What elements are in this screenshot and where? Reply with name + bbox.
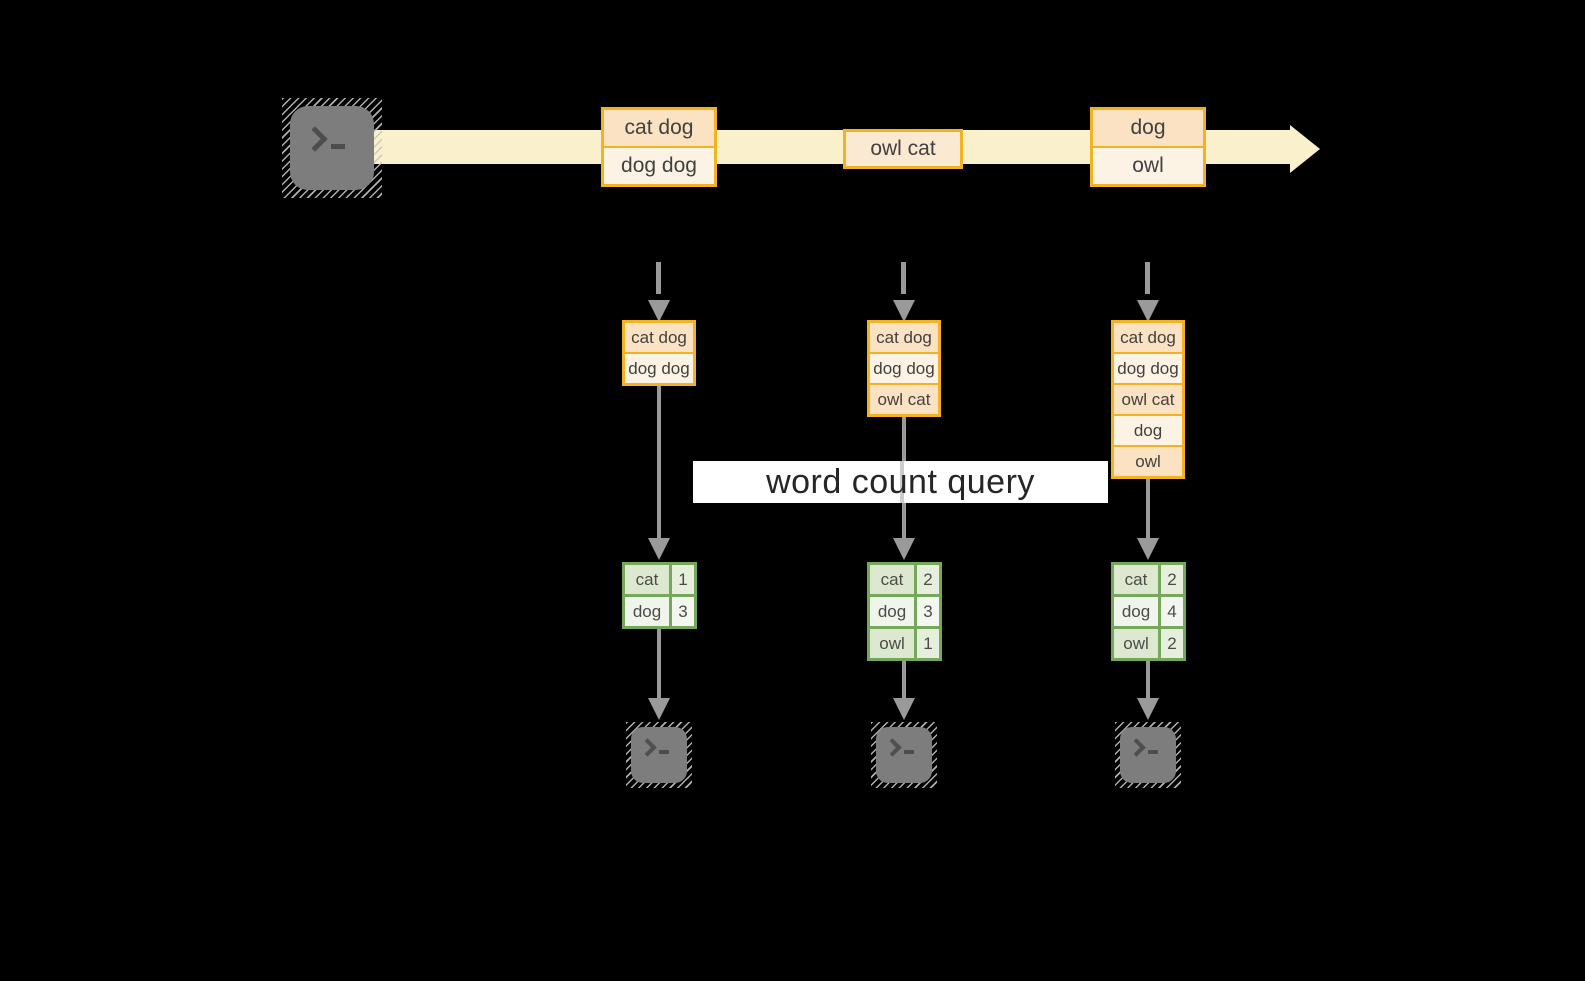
event-row: dog bbox=[1093, 110, 1203, 146]
underscore-cursor-icon bbox=[659, 750, 669, 754]
count-cell: 2 bbox=[1161, 565, 1183, 594]
batch-row: owl cat bbox=[870, 383, 938, 414]
stream-arrowhead bbox=[1290, 125, 1320, 173]
batch-row: dog dog bbox=[1114, 352, 1182, 383]
word-cell: dog bbox=[625, 597, 669, 626]
word-cell: dog bbox=[1114, 597, 1158, 626]
terminal-icon bbox=[1115, 722, 1181, 788]
down-arrowhead-icon bbox=[893, 300, 915, 322]
word-cell: cat bbox=[870, 565, 914, 594]
event-row: dog dog bbox=[604, 146, 714, 184]
terminal-prompt-glyph bbox=[301, 126, 345, 152]
batch-row: cat dog bbox=[1114, 323, 1182, 352]
count-cell: 4 bbox=[1161, 597, 1183, 626]
down-arrowhead-icon bbox=[648, 698, 670, 720]
underscore-cursor-icon bbox=[904, 750, 914, 754]
connector-line bbox=[657, 386, 661, 538]
underscore-cursor-icon bbox=[1148, 750, 1158, 754]
connector-line-overlay bbox=[900, 461, 904, 503]
down-arrowhead-icon bbox=[1137, 538, 1159, 560]
connector-line bbox=[902, 661, 906, 698]
event-row: cat dog bbox=[604, 110, 714, 146]
stream-event-box: dog owl bbox=[1090, 107, 1206, 187]
micro-batch-box: cat dog dog dog owl cat dog owl bbox=[1111, 320, 1185, 479]
down-arrowhead-icon bbox=[1137, 300, 1159, 322]
terminal-prompt-glyph bbox=[638, 737, 669, 757]
down-arrowhead-icon bbox=[893, 698, 915, 720]
query-label-banner: word count query bbox=[693, 461, 1108, 503]
dashed-arrow-segment bbox=[901, 262, 906, 294]
batch-row: dog dog bbox=[625, 352, 693, 383]
micro-batch-box: cat dog dog dog bbox=[622, 320, 696, 386]
word-cell: cat bbox=[625, 565, 669, 594]
event-row: owl bbox=[1093, 146, 1203, 184]
terminal-icon bbox=[871, 722, 937, 788]
batch-row: owl bbox=[1114, 445, 1182, 476]
word-count-table: cat 2 dog 3 owl 1 bbox=[867, 562, 942, 661]
word-count-table: cat 1 dog 3 bbox=[622, 562, 697, 629]
chevron-right-icon bbox=[1127, 737, 1146, 757]
count-cell: 1 bbox=[917, 629, 939, 658]
batch-row: cat dog bbox=[870, 323, 938, 352]
underscore-cursor-icon bbox=[330, 143, 345, 149]
count-cell: 2 bbox=[917, 565, 939, 594]
batch-row: dog dog bbox=[870, 352, 938, 383]
stream-event-box: cat dog dog dog bbox=[601, 107, 717, 187]
stream-event-box: owl cat bbox=[843, 129, 963, 169]
word-cell: owl bbox=[1114, 629, 1158, 658]
event-row: owl cat bbox=[846, 132, 960, 166]
dashed-arrow-segment bbox=[1145, 262, 1150, 294]
query-label: word count query bbox=[766, 462, 1035, 501]
word-cell: dog bbox=[870, 597, 914, 626]
count-cell: 3 bbox=[672, 597, 694, 626]
down-arrowhead-icon bbox=[1137, 698, 1159, 720]
down-arrowhead-icon bbox=[893, 538, 915, 560]
terminal-icon bbox=[626, 722, 692, 788]
chevron-right-icon bbox=[883, 737, 902, 757]
count-cell: 1 bbox=[672, 565, 694, 594]
terminal-icon bbox=[282, 98, 382, 198]
terminal-prompt-glyph bbox=[883, 737, 914, 757]
chevron-right-icon bbox=[638, 737, 657, 757]
word-cell: cat bbox=[1114, 565, 1158, 594]
connector-line bbox=[1146, 661, 1150, 698]
batch-row: cat dog bbox=[625, 323, 693, 352]
count-cell: 3 bbox=[917, 597, 939, 626]
connector-line bbox=[1146, 479, 1150, 538]
down-arrowhead-icon bbox=[648, 538, 670, 560]
count-cell: 2 bbox=[1161, 629, 1183, 658]
terminal-prompt-glyph bbox=[1127, 737, 1158, 757]
chevron-right-icon bbox=[301, 126, 328, 152]
word-count-table: cat 2 dog 4 owl 2 bbox=[1111, 562, 1186, 661]
batch-row: dog bbox=[1114, 414, 1182, 445]
connector-line bbox=[657, 629, 661, 698]
word-cell: owl bbox=[870, 629, 914, 658]
down-arrowhead-icon bbox=[648, 300, 670, 322]
micro-batch-box: cat dog dog dog owl cat bbox=[867, 320, 941, 417]
batch-row: owl cat bbox=[1114, 383, 1182, 414]
dashed-arrow-segment bbox=[656, 262, 661, 294]
